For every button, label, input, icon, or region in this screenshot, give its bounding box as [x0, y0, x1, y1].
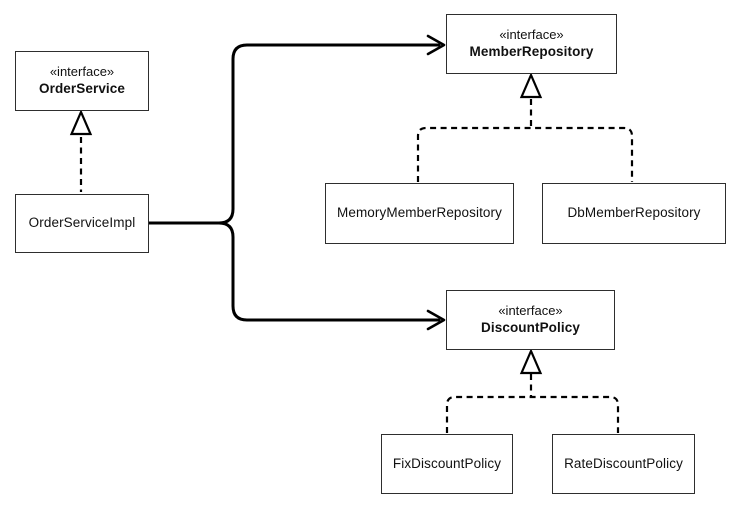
node-order-service: «interface» OrderService	[15, 51, 149, 111]
dependency-line-discount-policy	[147, 221, 441, 322]
class-name: OrderService	[38, 80, 125, 96]
realization-branch-discount-policy	[445, 395, 620, 433]
node-memory-member-repository: MemoryMemberRepository	[325, 183, 514, 244]
class-name: DbMemberRepository	[567, 205, 701, 221]
node-discount-policy: «interface» DiscountPolicy	[446, 290, 615, 350]
stereotype-label: «interface»	[499, 27, 564, 43]
hollow-triangle-icon-discount-policy	[519, 348, 543, 375]
arrowhead-icon-discount-policy	[426, 309, 446, 331]
node-member-repository: «interface» MemberRepository	[446, 14, 617, 74]
arrowhead-icon-member-repository	[426, 34, 446, 56]
hollow-triangle-icon-member-repository	[519, 72, 543, 99]
class-name: FixDiscountPolicy	[392, 455, 502, 471]
realization-branch-member-repository	[416, 126, 634, 182]
class-name: MemberRepository	[469, 43, 594, 59]
node-rate-discount-policy: RateDiscountPolicy	[552, 434, 695, 494]
class-name: DiscountPolicy	[481, 319, 580, 335]
node-order-service-impl: OrderServiceImpl	[15, 194, 149, 253]
node-db-member-repository: DbMemberRepository	[542, 183, 726, 244]
class-name: RateDiscountPolicy	[564, 455, 683, 471]
stereotype-label: «interface»	[498, 303, 563, 319]
stereotype-label: «interface»	[49, 64, 115, 80]
node-fix-discount-policy: FixDiscountPolicy	[381, 434, 513, 494]
class-name: MemoryMemberRepository	[337, 205, 502, 221]
hollow-triangle-icon-order-service	[69, 109, 93, 136]
class-name: OrderServiceImpl	[28, 215, 136, 231]
